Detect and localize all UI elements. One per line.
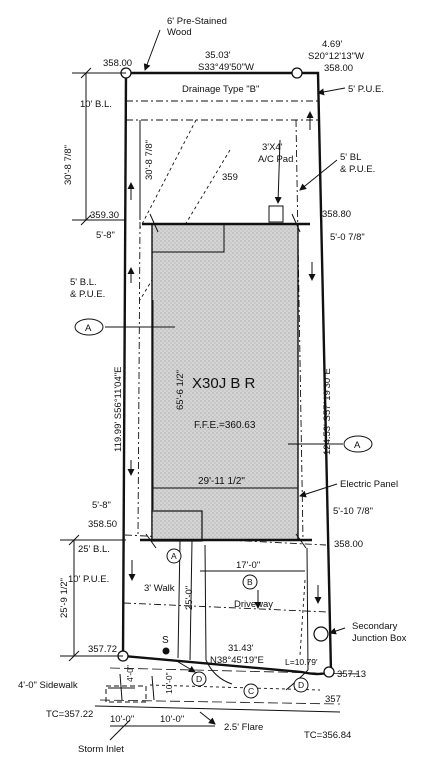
label-dim-25-0: 25'-0" — [184, 586, 195, 610]
label-bl-25: 25' B.L. — [78, 544, 110, 555]
label-bl-top: 10' B.L. — [80, 99, 112, 110]
label-sewer-s: S — [162, 635, 169, 646]
label-bl-right-1: 5' BL — [340, 152, 361, 163]
label-wood-fence-2: Wood — [167, 27, 192, 38]
label-wood-fence-1: 6' Pre-Stained — [167, 16, 227, 27]
sewer-cleanout-symbol — [162, 647, 170, 655]
label-arc-length: L=10.79' — [285, 657, 318, 667]
label-marker-c: C — [248, 686, 254, 696]
label-contour-359: 359 — [222, 172, 238, 183]
label-house-depth: 65'-6 1/2" — [175, 370, 186, 410]
label-storm-inlet: Storm Inlet — [78, 744, 124, 755]
label-dim-10-0-v: 10'-0" — [164, 672, 174, 694]
label-dim-17-0: 17'-0" — [236, 560, 260, 571]
label-pue-top: 5' P.U.E. — [348, 84, 384, 95]
label-bl-left-1: 5' B.L. — [70, 277, 97, 288]
label-setback-5-0-78: 5'-0 7/8" — [330, 232, 365, 243]
label-dim-10-0-b: 10'-0" — [160, 714, 184, 725]
label-marker-a-right: A — [354, 440, 361, 451]
label-secondary-1: Secondary — [352, 621, 398, 632]
label-dim-4-0: 4'-0" — [125, 665, 135, 682]
label-front-dist: 31.43' — [228, 643, 254, 654]
label-tr-dist: 4.69' — [322, 39, 342, 50]
label-dim-25-9: 25'-9 1/2" — [59, 578, 70, 618]
label-top-bearing: S33°49'50"W — [198, 62, 254, 73]
label-bl-left-2: & P.U.E. — [70, 289, 105, 300]
label-marker-d-right: D — [298, 680, 304, 690]
label-dim-left-inner: 30'-8 7/8" — [144, 140, 155, 180]
label-elev-359-30: 359.30 — [90, 210, 119, 221]
dimension-lines — [60, 67, 305, 727]
label-tr-bearing: S20°12'13"W — [308, 51, 364, 62]
label-pue-10: 10' P.U.E. — [68, 574, 109, 585]
label-house-width: 29'-11 1/2" — [198, 476, 245, 487]
label-top-elev-right: 358.00 — [324, 63, 353, 74]
label-walk-3: 3' Walk — [144, 583, 175, 594]
labels: 6' Pre-Stained Wood 358.00 35.03' S33°49… — [18, 16, 407, 755]
label-elev-357-72: 357.72 — [88, 644, 117, 655]
label-ac-pad-2: A/C Pad — [258, 154, 293, 165]
marker-circles — [74, 318, 373, 699]
corner-monuments — [117, 67, 335, 678]
label-driveway: Driveway — [234, 599, 273, 610]
label-marker-a-left: A — [85, 323, 92, 334]
label-top-dist: 35.03' — [205, 50, 231, 61]
label-secondary-2: Junction Box — [352, 633, 407, 644]
street-lines — [94, 667, 361, 713]
label-marker-a-walk: A — [171, 551, 177, 561]
house-footprint — [140, 213, 312, 549]
label-drainage: Drainage Type "B" — [182, 84, 259, 95]
label-setback-5-10-78: 5'-10 7/8" — [333, 506, 373, 517]
label-flare: 2.5' Flare — [224, 722, 263, 733]
label-left-line: 119.99' S56°11'04"E — [113, 367, 124, 452]
secondary-junction-box-symbol — [313, 626, 329, 642]
label-elev-358-00-right: 358.00 — [334, 539, 363, 550]
label-elev-358-50: 358.50 — [88, 519, 117, 530]
label-ac-pad-1: 3'X4' — [262, 142, 283, 153]
label-setback-5-8-bottom: 5'-8" — [92, 500, 111, 511]
label-house-code: X30J B R — [192, 375, 256, 392]
label-marker-b: B — [247, 577, 253, 587]
ac-pad — [268, 205, 284, 223]
label-bl-right-2: & P.U.E. — [340, 164, 375, 175]
label-contour-357: 357 — [325, 694, 341, 705]
label-top-elev-left: 358.00 — [103, 58, 132, 69]
label-right-line: 124.53' S57°19'30"E — [322, 368, 333, 455]
label-elev-357-13: 357.13 — [337, 669, 366, 680]
label-marker-d-left: D — [196, 674, 202, 684]
label-dim-10-0-a: 10'-0" — [110, 714, 134, 725]
label-tc-left: TC=357.22 — [46, 709, 93, 720]
label-elev-358-80: 358.80 — [322, 209, 351, 220]
label-electric-panel: Electric Panel — [340, 479, 398, 490]
drainage-arrows — [105, 29, 346, 741]
label-ffe: F.F.E.=360.63 — [194, 420, 256, 431]
label-dim-left-outer: 30'-8 7/8" — [63, 145, 74, 185]
storm-inlet-box — [105, 685, 147, 703]
label-sidewalk-4: 4'-0" Sidewalk — [18, 680, 78, 691]
label-front-bearing: N38°45'19"E — [210, 655, 264, 666]
label-tc-right: TC=356.84 — [304, 730, 351, 741]
label-setback-5-8-top: 5'-8" — [96, 230, 115, 241]
